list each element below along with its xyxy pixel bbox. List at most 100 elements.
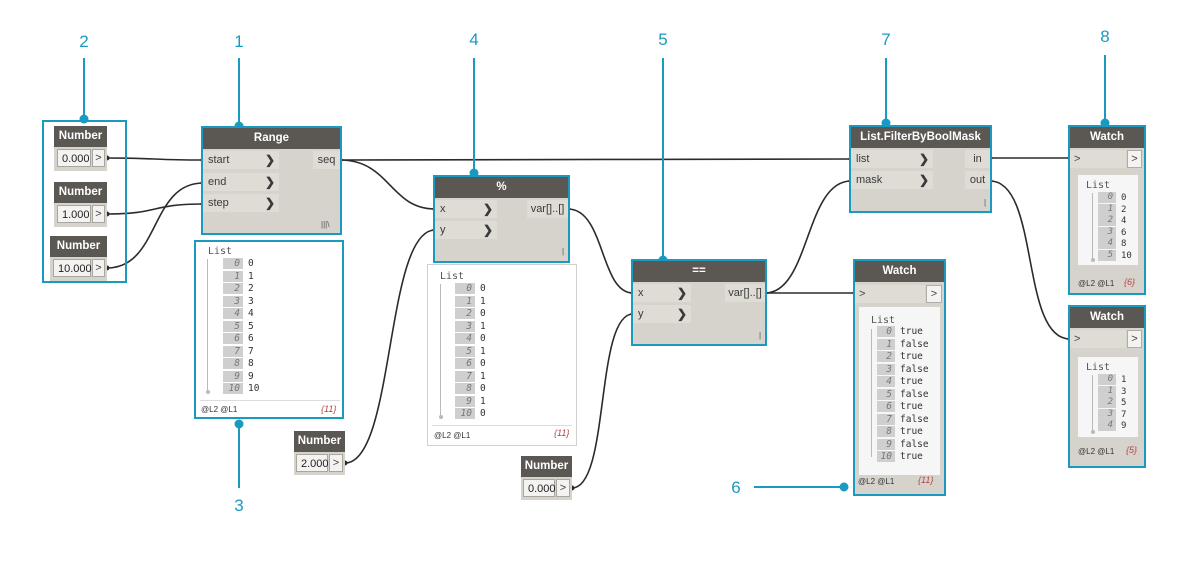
watch-input-port[interactable]: > bbox=[1070, 330, 1126, 348]
filter-by-bool-mask-node[interactable]: List.FilterByBoolMask list❯ mask❯ in out… bbox=[849, 125, 992, 213]
watch-input-port[interactable]: > bbox=[855, 285, 925, 303]
node-title: Number bbox=[521, 456, 572, 477]
output-arrow[interactable]: > bbox=[556, 479, 570, 497]
wire-mod-eq-x bbox=[567, 208, 634, 294]
list-index: 7 bbox=[223, 345, 243, 357]
output-port-var[interactable]: var[]..[] bbox=[725, 284, 765, 302]
port-label: step bbox=[208, 197, 229, 209]
node-title: Number bbox=[54, 182, 107, 203]
list-index: 3 bbox=[877, 363, 895, 375]
output-port-in[interactable]: in bbox=[965, 150, 990, 168]
list-value: true bbox=[900, 401, 923, 412]
equals-node[interactable]: == x❯ y❯ var[]..[] | bbox=[631, 259, 767, 346]
number-input[interactable]: 10.000 bbox=[53, 259, 92, 277]
item-count: {11} bbox=[918, 475, 934, 485]
watch-output-arrow[interactable]: > bbox=[926, 285, 942, 303]
callout-1: 1 bbox=[234, 32, 244, 51]
input-port-start[interactable]: start❯ bbox=[203, 151, 279, 169]
levels-label: @L2 @L1 bbox=[434, 431, 471, 440]
port-label: mask bbox=[856, 174, 883, 186]
number-node-step[interactable]: Number 1.000 > bbox=[54, 182, 107, 227]
levels-label: @L2 @L1 bbox=[1078, 447, 1115, 456]
number-node-end[interactable]: Number 10.000 > bbox=[50, 236, 107, 281]
list-index: 10 bbox=[455, 408, 475, 419]
input-port-y[interactable]: y❯ bbox=[435, 221, 497, 239]
preview-title: List bbox=[871, 315, 896, 326]
list-index: 7 bbox=[877, 413, 895, 425]
number-node-divisor[interactable]: Number 2.000 > bbox=[294, 431, 345, 475]
modulo-node[interactable]: % x❯ y❯ var[]..[] | bbox=[433, 175, 570, 263]
watch-output-arrow[interactable]: > bbox=[1127, 330, 1142, 348]
input-port-x[interactable]: x❯ bbox=[633, 284, 691, 302]
list-value: 8 bbox=[1121, 239, 1127, 249]
list-value: 1 bbox=[480, 320, 486, 332]
callout-6: 6 bbox=[731, 478, 741, 497]
watch-output-arrow[interactable]: > bbox=[1127, 150, 1142, 168]
list-value: 0 bbox=[480, 408, 486, 419]
port-label: y bbox=[638, 308, 644, 320]
levels-label: @L2 @L1 bbox=[201, 405, 238, 414]
input-port-mask[interactable]: mask❯ bbox=[851, 171, 933, 189]
list-index: 6 bbox=[223, 333, 243, 344]
output-arrow[interactable]: > bbox=[329, 454, 343, 472]
list-index: 3 bbox=[1098, 226, 1116, 238]
number-input[interactable]: 2.000 bbox=[296, 454, 329, 472]
list-value: false bbox=[900, 388, 929, 400]
output-port-out[interactable]: out bbox=[965, 171, 990, 189]
input-port-x[interactable]: x❯ bbox=[435, 200, 497, 218]
node-title: == bbox=[633, 261, 765, 282]
list-index: 7 bbox=[455, 370, 475, 382]
preview-tree-end bbox=[1090, 430, 1095, 434]
input-port-list[interactable]: list❯ bbox=[851, 150, 933, 168]
item-count: {11} bbox=[554, 428, 570, 438]
wire-eq-filter-mask bbox=[764, 180, 852, 294]
levels-label: @L2 @L1 bbox=[858, 477, 895, 486]
watch-input-port[interactable]: > bbox=[1070, 150, 1126, 168]
number-node-start[interactable]: Number 0.000 > bbox=[54, 126, 107, 171]
output-arrow[interactable]: > bbox=[92, 149, 105, 167]
list-index: 1 bbox=[1098, 203, 1116, 215]
input-port-step[interactable]: step❯ bbox=[203, 194, 279, 212]
callout-8: 8 bbox=[1100, 27, 1110, 46]
port-arrow-icon: > bbox=[1074, 153, 1081, 165]
number-input[interactable]: 0.000 bbox=[523, 479, 556, 497]
output-port-var[interactable]: var[]..[] bbox=[527, 200, 568, 218]
list-index: 0 bbox=[877, 326, 895, 337]
output-arrow[interactable]: > bbox=[92, 259, 105, 277]
list-value: 9 bbox=[248, 370, 254, 382]
input-port-y[interactable]: y❯ bbox=[633, 305, 691, 323]
preview-title: List bbox=[440, 271, 465, 282]
list-index: 0 bbox=[455, 283, 475, 294]
preview-tree-line bbox=[871, 329, 872, 457]
list-index: 3 bbox=[455, 320, 475, 332]
range-node[interactable]: Range start❯ end❯ step❯ seq |||\ bbox=[201, 126, 342, 235]
input-port-end[interactable]: end❯ bbox=[203, 173, 279, 191]
preview-separator bbox=[432, 425, 572, 426]
list-index: 6 bbox=[455, 358, 475, 369]
output-arrow[interactable]: > bbox=[92, 205, 105, 223]
number-node-compare[interactable]: Number 0.000 > bbox=[521, 456, 572, 500]
list-index: 2 bbox=[877, 351, 895, 362]
number-input[interactable]: 1.000 bbox=[57, 205, 91, 223]
output-port-seq[interactable]: seq bbox=[313, 151, 340, 169]
number-input[interactable]: 0.000 bbox=[57, 149, 91, 167]
